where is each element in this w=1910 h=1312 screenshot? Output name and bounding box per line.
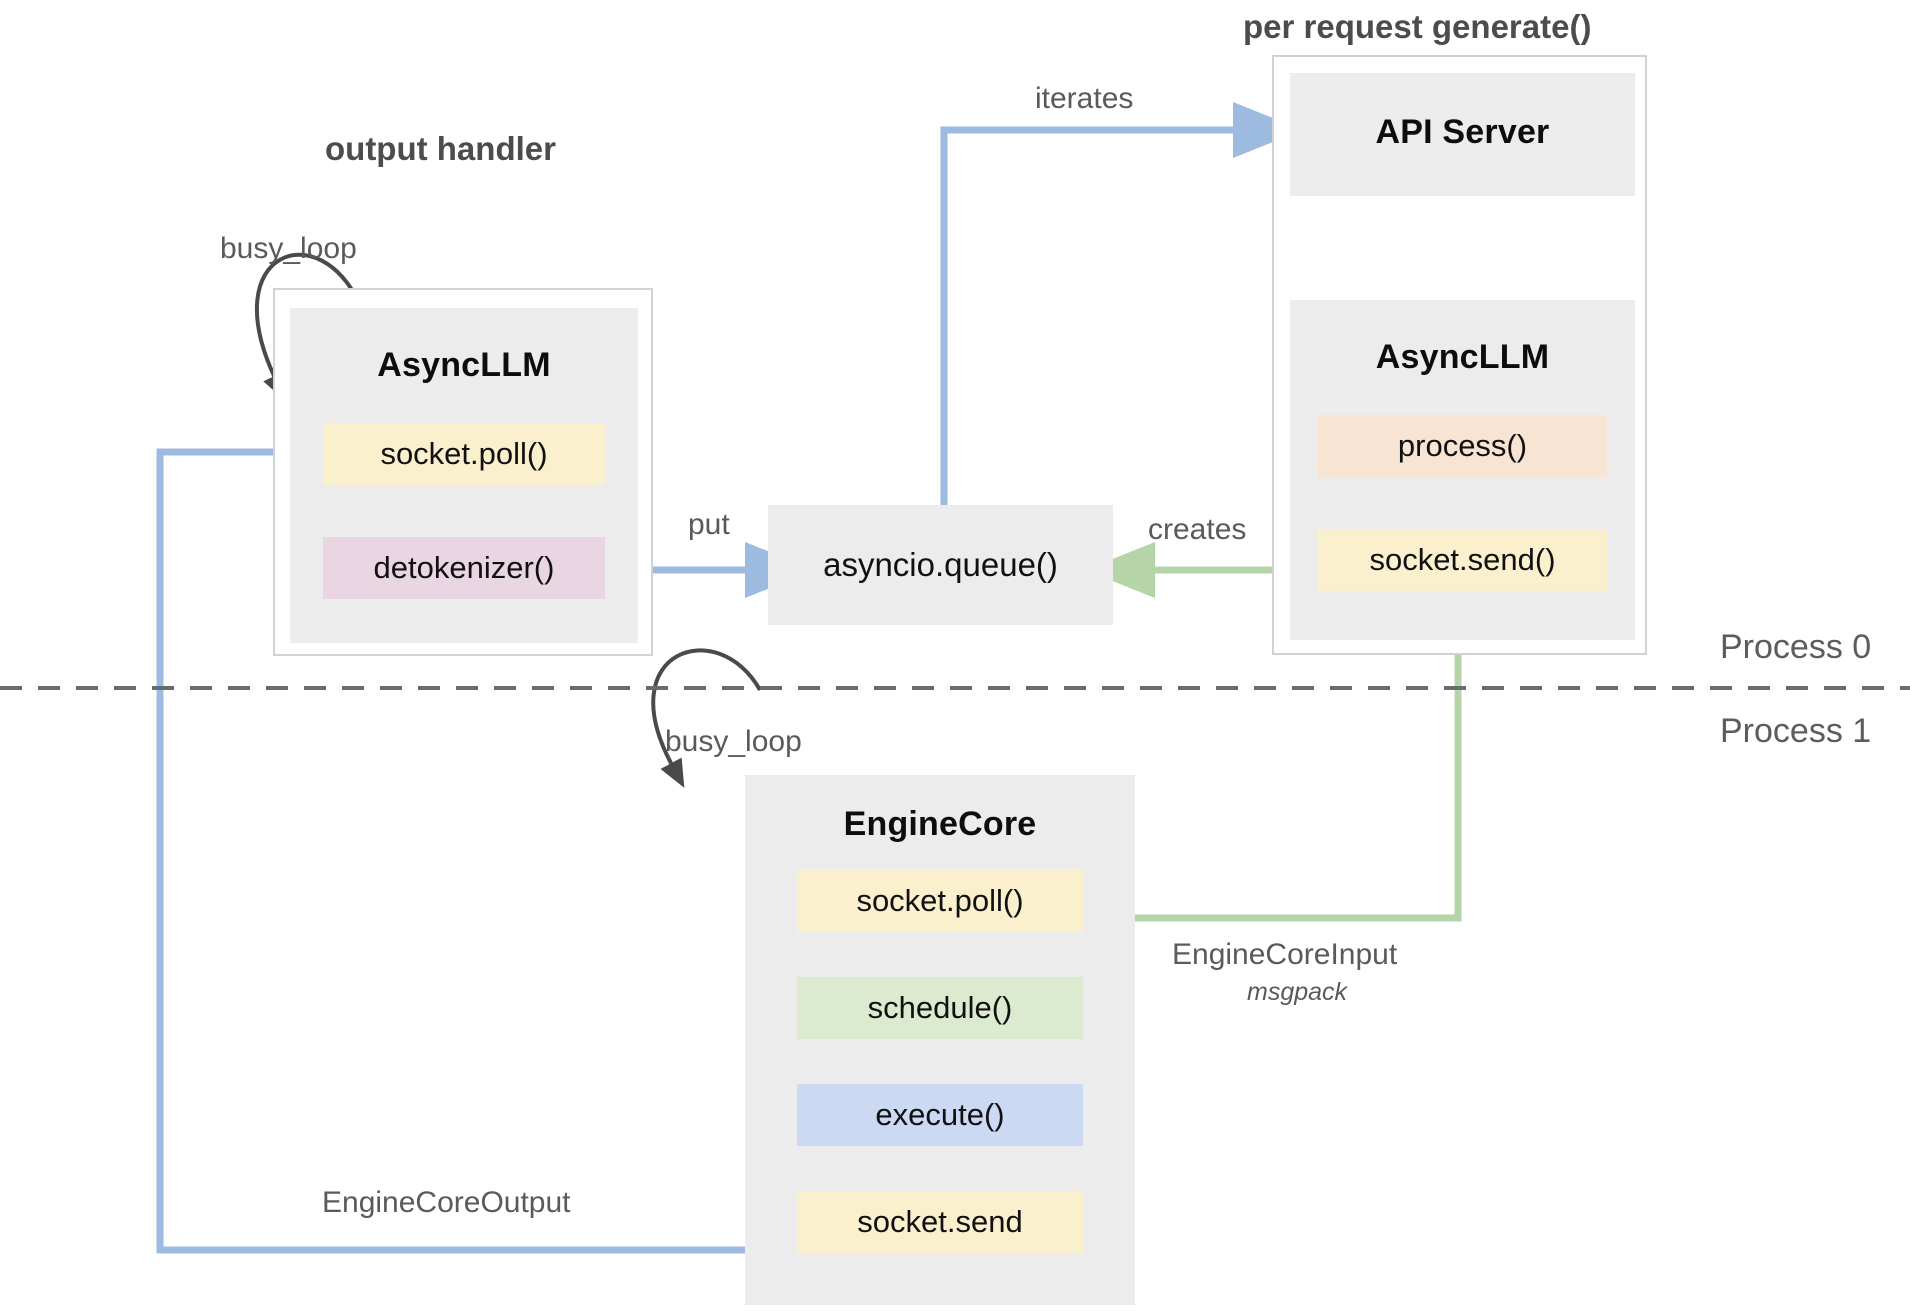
async-llm-right-method-socket-send[interactable]: socket.send() — [1318, 529, 1607, 591]
engine-core-input-label: EngineCoreInput — [1172, 938, 1398, 971]
engine-core-box: EngineCore socket.poll() schedule() exec… — [745, 775, 1135, 1305]
creates-label: creates — [1148, 513, 1247, 546]
busy-loop-label-engine: busy_loop — [665, 725, 802, 758]
engine-core-method-socket-poll[interactable]: socket.poll() — [797, 870, 1083, 932]
api-server-title: API Server — [1375, 113, 1550, 151]
output-handler-title: output handler — [325, 130, 556, 167]
asyncio-queue-box[interactable]: asyncio.queue() — [768, 505, 1113, 625]
asyncio-queue-label: asyncio.queue() — [823, 546, 1058, 583]
engine-core-output-label: EngineCoreOutput — [322, 1186, 571, 1219]
engine-core-method-schedule[interactable]: schedule() — [797, 977, 1083, 1039]
async-llm-left-method-detokenizer[interactable]: detokenizer() — [323, 537, 605, 599]
per-request-generate-title: per request generate() — [1243, 8, 1592, 45]
engine-core-input-format-label: msgpack — [1247, 978, 1348, 1006]
async-llm-right-method-process[interactable]: process() — [1318, 415, 1607, 477]
engine-core-title: EngineCore — [843, 805, 1037, 843]
api-server-box[interactable]: API Server — [1290, 73, 1635, 196]
engine-core-method-execute[interactable]: execute() — [797, 1084, 1083, 1146]
engine-core-output-arrow — [156, 424, 800, 1254]
put-label: put — [688, 508, 730, 541]
busy-loop-label-left: busy_loop — [220, 232, 357, 265]
async-llm-right-title: AsyncLLM — [1375, 338, 1550, 376]
busy-loop-arrow-left — [254, 252, 362, 402]
async-llm-right-box: AsyncLLM process() socket.send() — [1290, 300, 1635, 640]
async-llm-left-box: AsyncLLM socket.poll() detokenizer() — [290, 308, 638, 643]
iterates-label: iterates — [1035, 82, 1134, 115]
async-llm-left-method-socket-poll[interactable]: socket.poll() — [323, 423, 605, 485]
process-0-label: Process 0 — [1720, 628, 1872, 666]
engine-core-input-arrow — [1057, 597, 1462, 946]
iterates-arrow — [940, 102, 1303, 508]
async-llm-left-title: AsyncLLM — [377, 346, 551, 384]
engine-core-method-socket-send[interactable]: socket.send — [797, 1191, 1083, 1253]
process-1-label: Process 1 — [1720, 712, 1872, 750]
busy-loop-arrow-engine — [651, 648, 762, 788]
